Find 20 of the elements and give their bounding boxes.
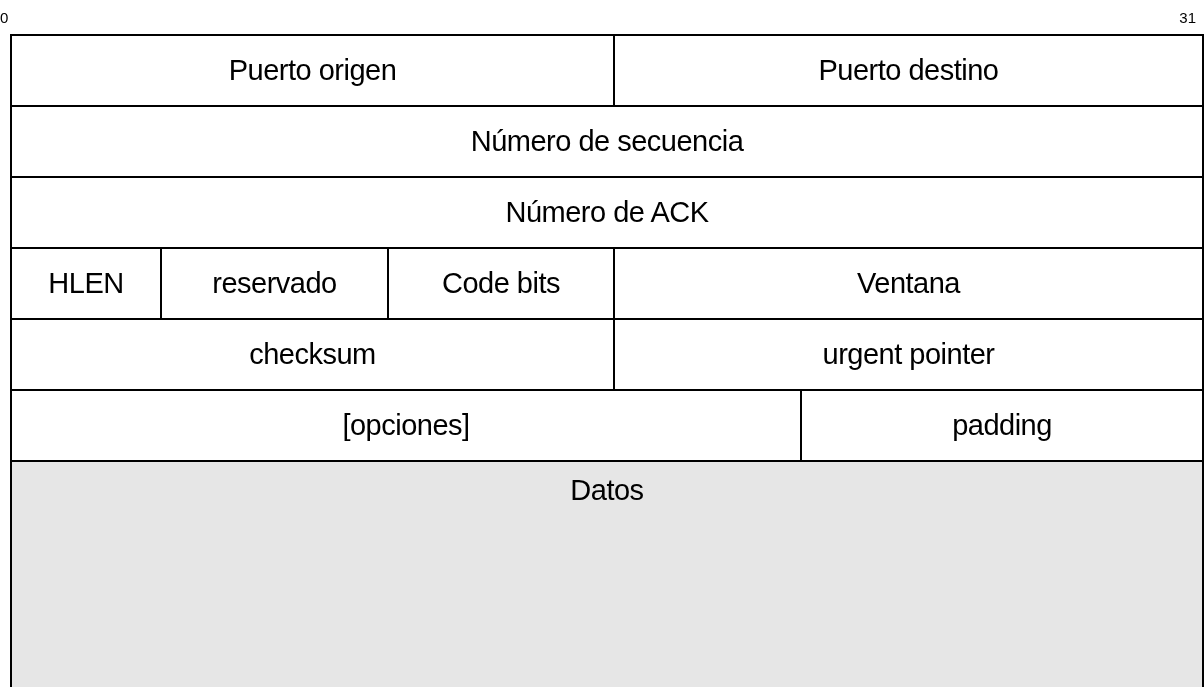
field-label: Puerto origen	[228, 53, 397, 89]
field-label: Puerto destino	[818, 53, 999, 89]
field-label: HLEN	[48, 266, 124, 302]
field-label: [opciones]	[342, 408, 470, 444]
header-field	[10, 105, 1204, 178]
bit-position-label: 0	[0, 10, 9, 25]
field-label: urgent pointer	[822, 337, 995, 373]
field-label: Datos	[570, 473, 644, 508]
field-label: padding	[952, 408, 1052, 444]
data-field	[10, 460, 1204, 687]
field-label: checksum	[249, 337, 376, 373]
header-field	[10, 176, 1204, 249]
header-field	[613, 34, 1204, 107]
field-label: Code bits	[442, 266, 560, 302]
header-field	[10, 34, 615, 107]
field-label: Número de secuencia	[470, 124, 744, 160]
field-label: Ventana	[857, 266, 960, 302]
field-label: reservado	[212, 266, 337, 302]
bit-position-label: 31	[1179, 10, 1196, 25]
field-label: Número de ACK	[505, 195, 709, 231]
